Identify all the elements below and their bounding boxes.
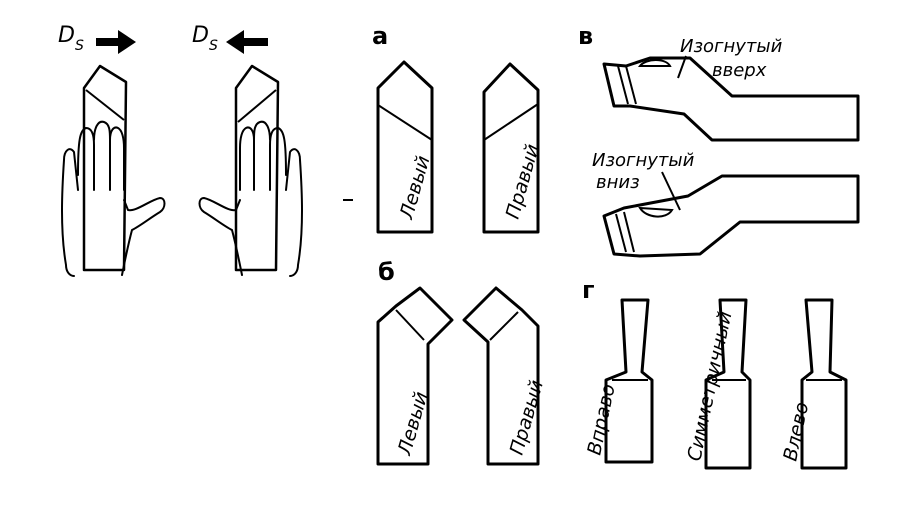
- tool-bent-up: Изогнутый вверх: [602, 36, 860, 142]
- feed-label-right: D S: [192, 23, 218, 54]
- section-b-letter: б: [378, 258, 395, 286]
- left-hand-icon: [61, 64, 166, 277]
- tool-g-sym: [704, 298, 752, 470]
- tool-b-left: [376, 286, 454, 466]
- bent-up-label-1: Изогнутый: [680, 36, 783, 57]
- section-a-letter: а: [372, 22, 388, 50]
- section-v-letter: в: [578, 22, 593, 50]
- section-g-letter: г: [582, 276, 595, 304]
- arrow-left-icon: [226, 30, 268, 54]
- arrow-right-icon: [96, 30, 136, 54]
- feed-symbol-left: D: [58, 23, 75, 48]
- tool-a-left-edge: [377, 104, 433, 141]
- bent-down-label-2: вниз: [596, 172, 640, 193]
- tool-g-left: [800, 298, 848, 470]
- section-v: в Изогнутый вверх Изогнутый вниз: [578, 22, 860, 258]
- tool-b-left-edge: [395, 309, 425, 341]
- bent-down-leader: [661, 171, 681, 211]
- bent-down-label-1: Изогнутый: [592, 150, 695, 171]
- section-b: б Левый Правый: [376, 258, 548, 466]
- bent-up-label-2: вверх: [712, 60, 767, 81]
- tool-a-right-edge: [483, 103, 539, 141]
- feed-label-left: D S: [58, 23, 84, 54]
- tool-b-right-edge: [489, 311, 519, 341]
- tool-a-right: [482, 62, 540, 234]
- hands-illustration: D S D S: [58, 23, 303, 277]
- feed-subscript-right: S: [209, 38, 218, 54]
- right-hand-icon: [198, 64, 303, 277]
- tool-a-left: [376, 60, 434, 234]
- tool-b-right: [462, 286, 540, 466]
- tool-bent-down: Изогнутый вниз: [592, 150, 860, 258]
- feed-subscript-left: S: [75, 38, 84, 54]
- feed-symbol-right: D: [192, 23, 209, 48]
- section-g: г Вправо Симметричный Влево: [582, 276, 848, 470]
- bent-up-leader: [677, 55, 687, 79]
- section-a: а Левый Правый: [372, 22, 544, 234]
